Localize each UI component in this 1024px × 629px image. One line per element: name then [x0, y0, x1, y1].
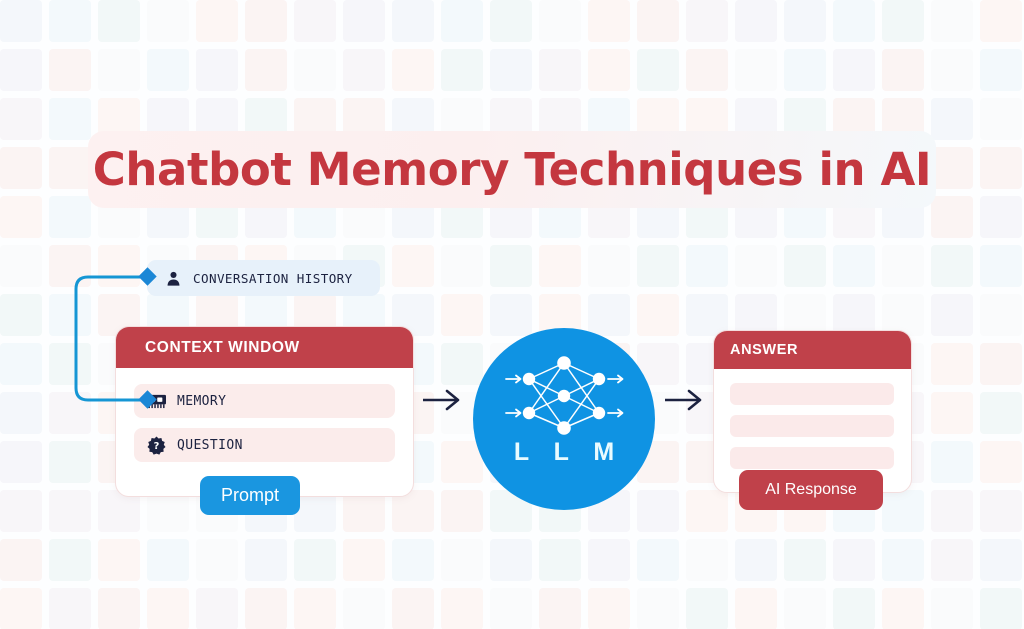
neural-network-icon	[505, 356, 624, 435]
conversation-history-label: CONVERSATION HISTORY	[193, 270, 353, 286]
context-window-header: CONTEXT WINDOW	[116, 327, 413, 368]
context-row-question[interactable]: ? QUESTION	[134, 428, 395, 462]
context-row-question-label: QUESTION	[177, 437, 243, 453]
memory-history-connector	[74, 267, 157, 409]
ai-response-button[interactable]: AI Response	[739, 470, 883, 510]
question-badge-icon: ?	[147, 435, 166, 455]
context-window-card: CONTEXT WINDOW MEMORY ? QUESTION	[115, 326, 414, 497]
arrow-context-to-llm-icon	[422, 387, 464, 418]
answer-header: ANSWER	[714, 331, 911, 369]
svg-text:?: ?	[154, 440, 160, 451]
answer-placeholder-line	[730, 383, 894, 405]
user-icon	[165, 270, 182, 287]
title-banner: Chatbot Memory Techniques in AI	[88, 131, 936, 208]
page-title: Chatbot Memory Techniques in AI	[92, 143, 932, 196]
arrow-llm-to-answer-icon	[664, 387, 706, 418]
context-row-memory[interactable]: MEMORY	[134, 384, 395, 418]
llm-label: L L M	[513, 438, 624, 466]
conversation-history-chip[interactable]: CONVERSATION HISTORY	[147, 260, 380, 296]
answer-placeholder-line	[730, 415, 894, 437]
prompt-button[interactable]: Prompt	[200, 476, 300, 515]
context-row-memory-label: MEMORY	[177, 393, 227, 409]
answer-placeholder-line	[730, 447, 894, 469]
llm-node[interactable]: L L M	[473, 328, 655, 510]
answer-card: ANSWER	[713, 330, 912, 493]
